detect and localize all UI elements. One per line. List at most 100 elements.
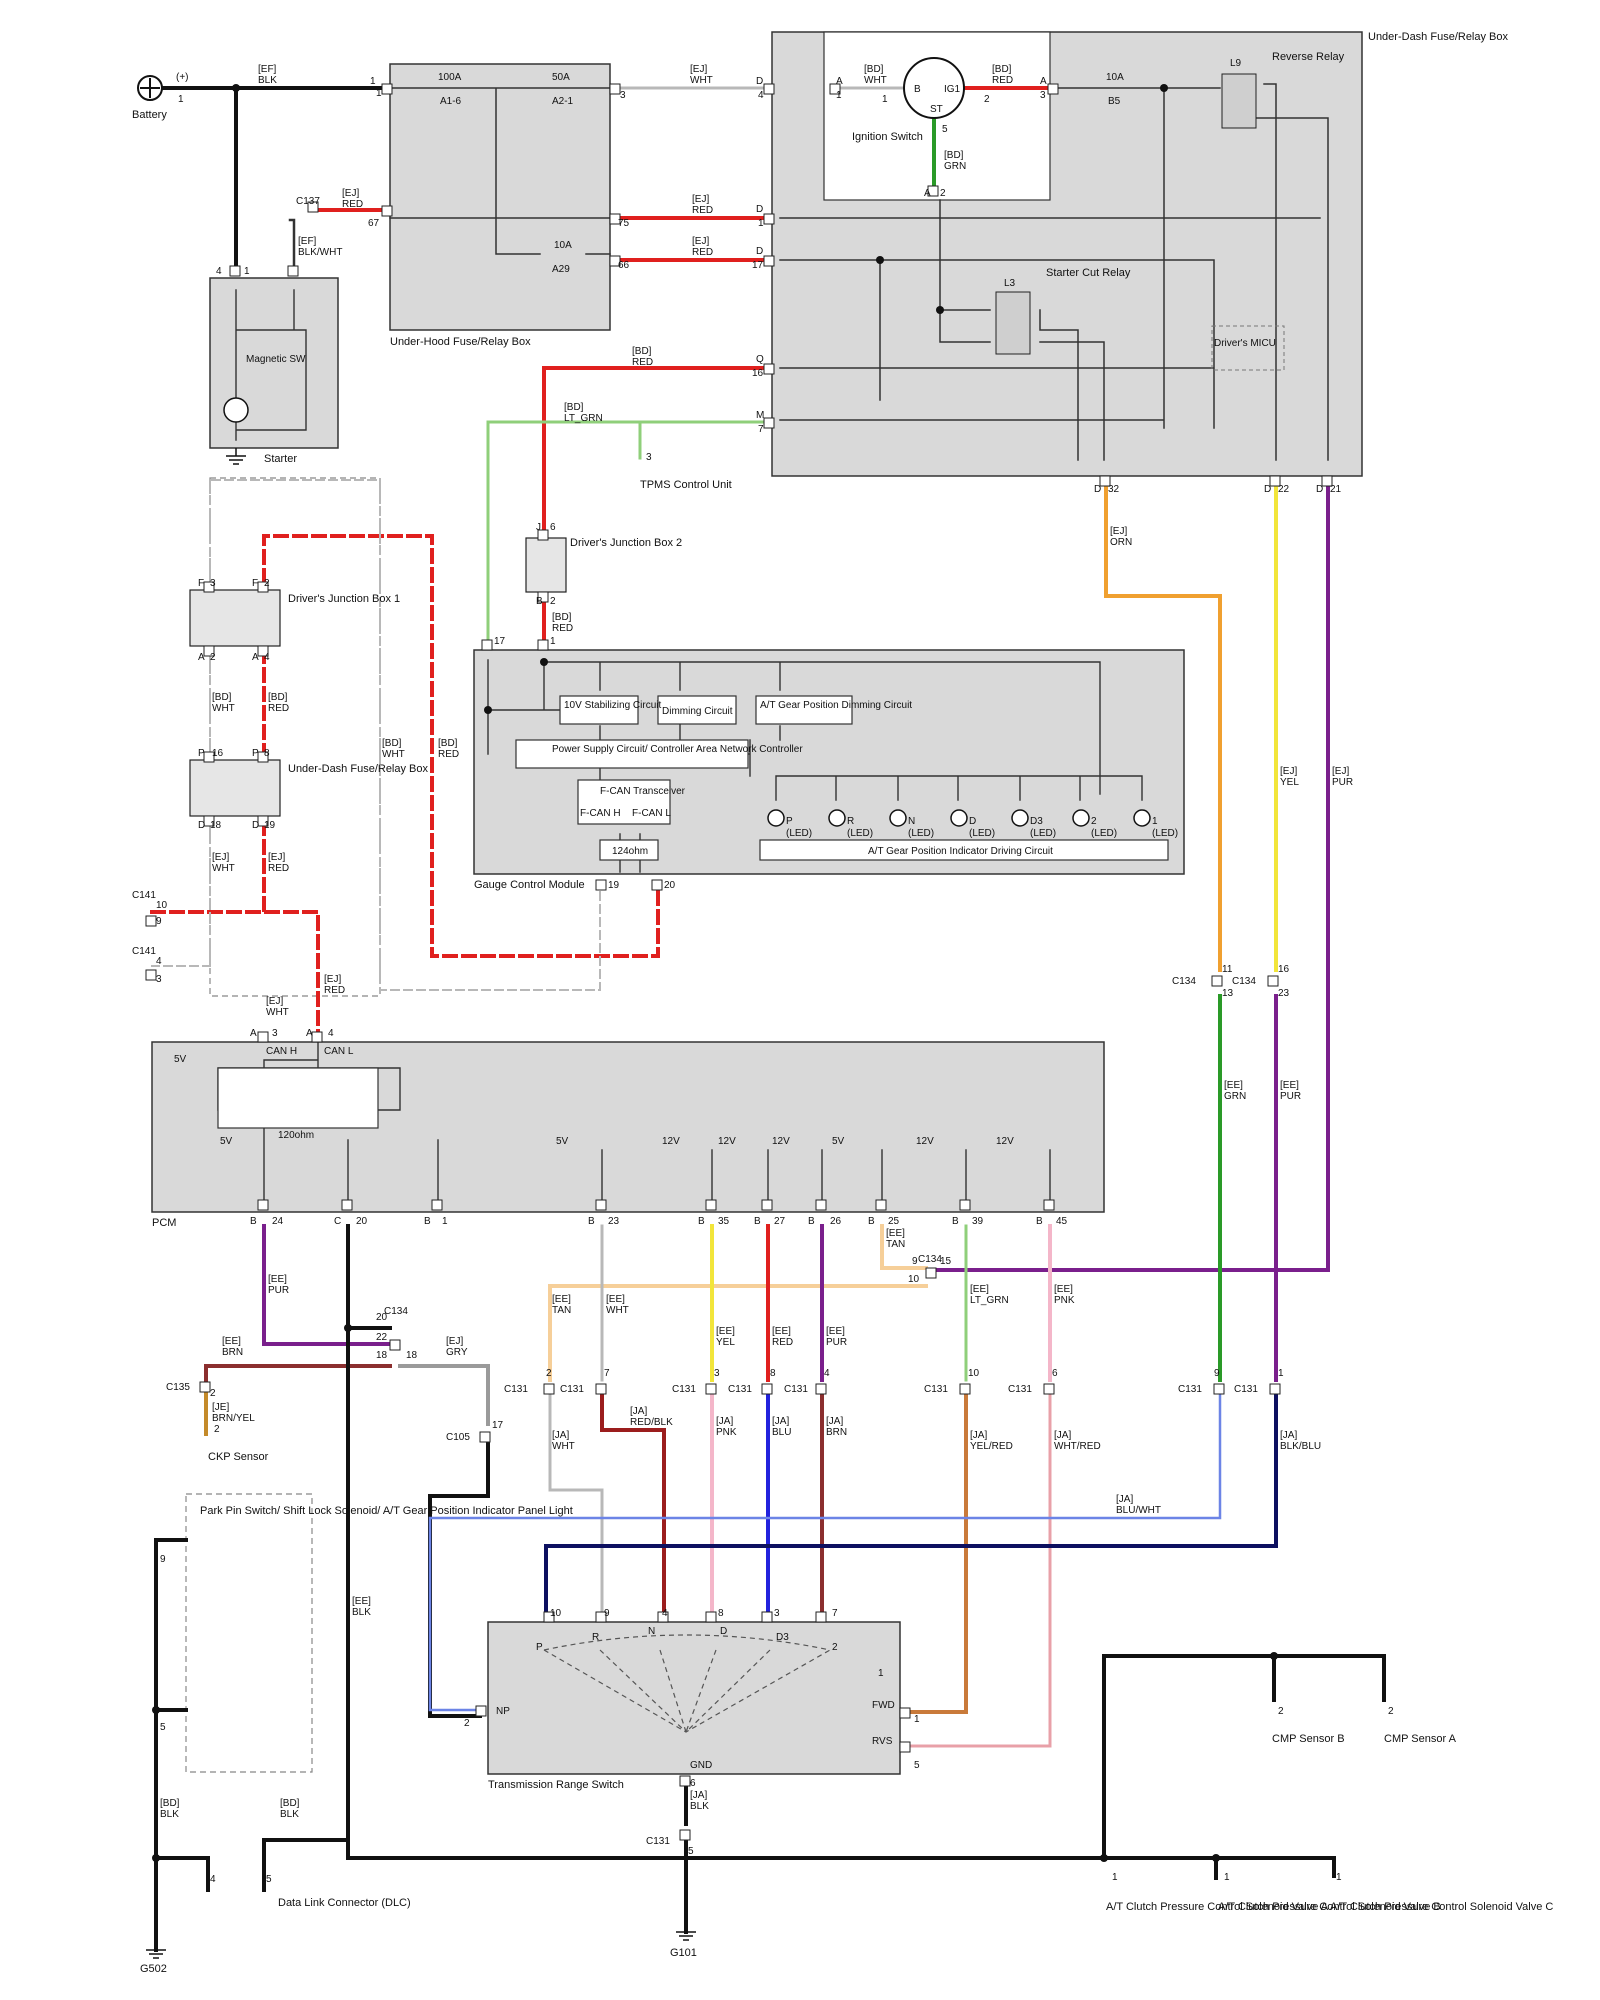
pin-s11: 11 (1222, 964, 1233, 975)
pin-c131-6: 6 (1052, 1368, 1058, 1379)
wire-label-ef-blk: [EF]BLK (258, 64, 277, 86)
wire-label-bd-red-16: [BD]RED (632, 346, 653, 368)
pin-a2ln: 2 (210, 652, 216, 663)
connector-mark-65 (431, 1199, 443, 1211)
connector-mark-72 (1043, 1199, 1055, 1211)
pin-sb1: 1 (1224, 1872, 1230, 1883)
pin-d4: D (756, 76, 763, 87)
pin-cmpb2: 2 (1278, 1706, 1284, 1717)
gauge-led-suffix-3: (LED) (969, 828, 995, 839)
wire-label-ee-brn: [EE]BRN (222, 1336, 243, 1358)
pcm-label: PCM (152, 1217, 176, 1229)
wire-ee-tan-b25 (880, 1224, 928, 1270)
pin-t4: 4 (662, 1608, 668, 1619)
pin-b35: B (698, 1216, 705, 1227)
pin-sc1: 1 (1336, 1872, 1342, 1883)
pcm-volt-2: 12V (662, 1136, 680, 1147)
pin-pa3: A (250, 1028, 257, 1039)
starter-ground-icon (226, 448, 246, 465)
reverse-relay-label: Reverse Relay (1272, 51, 1345, 63)
fuse-50a-id: A2-1 (552, 96, 574, 107)
gauge-atdim: A/T Gear Position Dimming Circuit (760, 700, 912, 711)
pin-f2: F (252, 578, 258, 589)
connector-mark-35 (257, 1031, 269, 1043)
pin-d32: D (1094, 484, 1101, 495)
connector-mark-70 (875, 1199, 887, 1211)
gauge-res: 124ohm (612, 846, 648, 857)
pcm-volt-7: 12V (996, 1136, 1014, 1147)
pin-a4ln: 4 (264, 652, 270, 663)
pin-a4l: A (252, 652, 259, 663)
pin-d19n: 19 (264, 820, 276, 831)
pin-q16n: 16 (752, 368, 764, 379)
battery-label: Battery (132, 109, 167, 121)
pin-d21n: 21 (1330, 484, 1342, 495)
fuse-50a: 50A (552, 72, 570, 83)
connector-mark-44 (595, 1383, 607, 1395)
relay-l3: L3 (1004, 278, 1016, 289)
pin-a2: A (924, 188, 931, 199)
pin-b26n: 26 (830, 1216, 842, 1227)
pin-c141-3: 3 (156, 974, 162, 985)
trs-gnd: GND (690, 1760, 712, 1771)
wire-label-ee-grn: [EE]GRN (1224, 1080, 1246, 1102)
wire-ee-brn (204, 1364, 392, 1382)
pin-a1: A (836, 76, 843, 87)
wire-label-ee-wht: [EE]WHT (606, 1294, 629, 1316)
connector-c141a: C141 (132, 890, 156, 901)
connector-mark-19 (537, 529, 549, 541)
pin-b27: B (754, 1216, 761, 1227)
trs-fwd: FWD (872, 1700, 895, 1711)
pin-d18: D (198, 820, 205, 831)
connector-c134b: C134 (1232, 976, 1256, 987)
wire-ja-wht (548, 1390, 604, 1614)
pin-b1n: 1 (442, 1216, 448, 1227)
gauge-led-suffix-6: (LED) (1152, 828, 1178, 839)
wire-label-ee-yel: [EE]YEL (716, 1326, 735, 1348)
relay-l9: L9 (1230, 58, 1242, 69)
pin-pa4: A (306, 1028, 313, 1039)
connector-mark-71 (959, 1199, 971, 1211)
wire-label-je-brnyel: [JE]BRN/YEL (212, 1402, 255, 1424)
pin-t8: 8 (718, 1608, 724, 1619)
pin-g17: 17 (494, 636, 506, 647)
connector-mark-68 (761, 1199, 773, 1211)
battery-plus: (+) (176, 72, 189, 83)
wire-ef-blk (152, 86, 384, 272)
wire-label-ja-redblk: [JA]RED/BLK (630, 1406, 673, 1428)
pin-f2n: 2 (264, 578, 270, 589)
wire-underdash-internal (779, 83, 1329, 461)
connector-mark-39 (925, 1267, 937, 1279)
wire-ja-yelred (904, 1390, 968, 1714)
pin-t3: 3 (774, 1608, 780, 1619)
pin-j6: J (536, 522, 541, 533)
pin-b39n: 39 (972, 1216, 984, 1227)
connector-c135: C135 (166, 1382, 190, 1393)
pin-m7n: 7 (758, 424, 764, 435)
connector-c131-1: C131 (560, 1384, 584, 1395)
gauge-led-suffix-1: (LED) (847, 828, 873, 839)
connector-mark-0 (381, 83, 393, 95)
gauge-dim: Dimming Circuit (662, 706, 733, 717)
pin-t6: 6 (690, 1778, 696, 1789)
trs-position-2: N (648, 1626, 655, 1637)
pin-q16: Q (756, 354, 764, 365)
pin-s16: 16 (1278, 964, 1290, 975)
pcm-canl: CAN L (324, 1046, 354, 1057)
pin-dlc5: 5 (266, 1874, 272, 1885)
gauge-dim-box (657, 695, 737, 725)
connector-mark-32 (257, 815, 269, 827)
gauge-psu-box (515, 739, 749, 769)
underhood-fuse-relay-box (389, 63, 611, 331)
connector-c137: C137 (296, 196, 320, 207)
pin-c131-9: 9 (1214, 1368, 1220, 1379)
pin-tpms3: 3 (646, 452, 652, 463)
pin-c131-7: 7 (604, 1368, 610, 1379)
ignition-switch-symbol (903, 57, 965, 119)
pin-b2n: 2 (550, 596, 556, 607)
connector-mark-2 (763, 83, 775, 95)
wire-label-bd-red-ign: [BD]RED (992, 64, 1013, 86)
pin-t10: 10 (550, 1608, 562, 1619)
